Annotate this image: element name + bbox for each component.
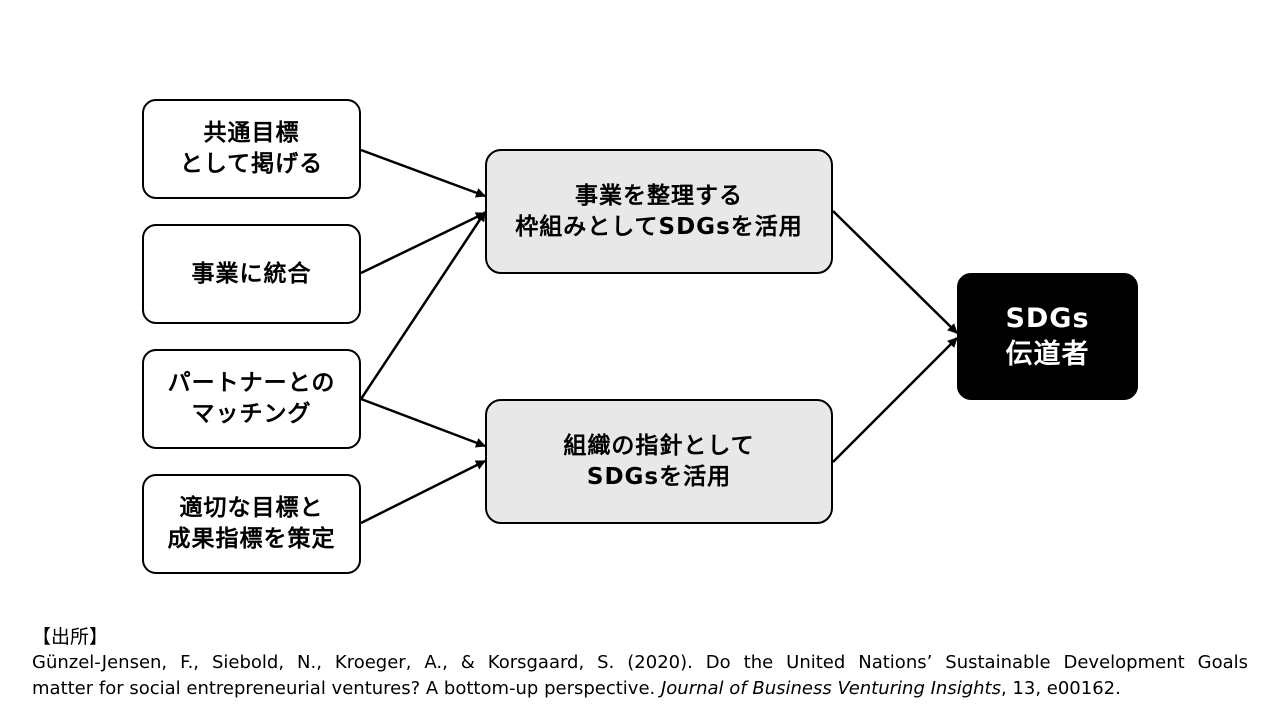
citation-journal: Journal of Business Venturing Insights (660, 678, 1001, 699)
citation-reference-line2: matter for social entrepreneurial ventur… (32, 676, 1248, 702)
input-box-line: パートナーとの (167, 370, 336, 396)
citation-reference-line1: Günzel-Jensen, F., Siebold, N., Kroeger,… (32, 652, 1248, 673)
arrow-middle1-to-output (832, 210, 958, 334)
arrow-input4-to-middle2 (360, 459, 486, 525)
input-box-line: 適切な目標と (179, 495, 324, 521)
input-box-common-goal: 共通目標 として掲げる (142, 99, 361, 199)
input-box-integrate-business: 事業に統合 (142, 224, 361, 324)
input-box-line: として掲げる (179, 151, 324, 177)
citation-volume: , 13, e00162. (1000, 678, 1121, 699)
middle-box-line: 枠組みとしてSDGsを活用 (515, 213, 803, 240)
arrow-middle2-to-output (832, 337, 958, 463)
middle-box-line: SDGsを活用 (586, 463, 732, 490)
middle-box-line: 事業を整理する (575, 182, 743, 209)
arrow-input3-to-middle2 (360, 397, 486, 448)
arrow-input2-to-middle1 (360, 211, 486, 275)
input-box-line: 共通目標 (203, 120, 300, 146)
citation-heading: 【出所】 (32, 626, 109, 648)
input-box-set-targets: 適切な目標と 成果指標を策定 (142, 474, 361, 574)
output-box-line: 伝道者 (1005, 338, 1090, 370)
middle-box-framework: 事業を整理する 枠組みとしてSDGsを活用 (485, 149, 833, 274)
source-citation: 【出所】 Günzel-Jensen, F., Siebold, N., Kro… (32, 624, 1248, 702)
input-box-partner-matching: パートナーとの マッチング (142, 349, 361, 449)
input-box-line: 成果指標を策定 (167, 526, 336, 552)
middle-box-line: 組織の指針として (563, 432, 755, 459)
arrow-input1-to-middle1 (360, 148, 486, 198)
citation-reference-text: matter for social entrepreneurial ventur… (32, 678, 661, 699)
output-box-sdgs-evangelist: SDGs 伝道者 (957, 273, 1138, 400)
arrow-input3-to-middle1 (359, 211, 487, 400)
input-box-line: マッチング (191, 401, 312, 427)
input-box-line: 事業に統合 (191, 260, 312, 287)
middle-box-guideline: 組織の指針として SDGsを活用 (485, 399, 833, 524)
output-box-line: SDGs (1005, 302, 1090, 334)
